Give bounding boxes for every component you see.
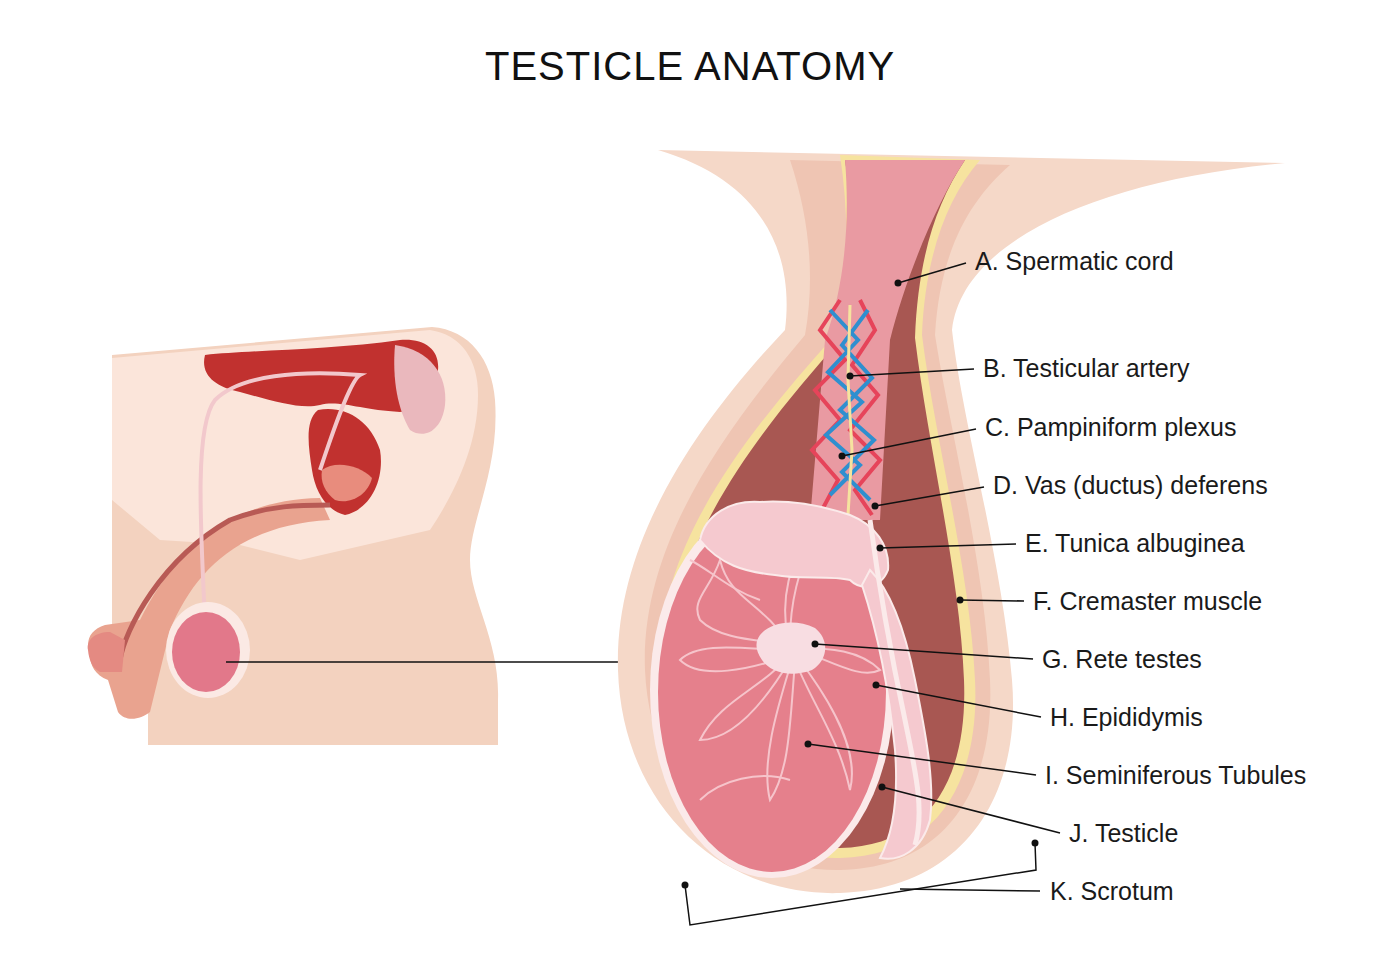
pelvic-cavity [112, 330, 478, 560]
body-silhouette [112, 327, 498, 745]
penis [88, 498, 330, 719]
spermatic-cord-band [810, 160, 965, 520]
testicle-side [172, 612, 240, 692]
side-view [88, 327, 620, 745]
part-label: G. Rete testes [1042, 644, 1202, 674]
tunica-albuginea [650, 502, 894, 878]
part-label: A. Spermatic cord [975, 246, 1174, 276]
rete-testis [756, 622, 825, 673]
vas-deferens-side [201, 373, 360, 620]
part-label: E. Tunica albuginea [1025, 528, 1245, 558]
diagram-title: TESTICLE ANATOMY [485, 42, 895, 90]
prostate-inner [322, 465, 372, 502]
part-label: K. Scrotum [1050, 876, 1174, 906]
seminiferous-tubules [680, 545, 880, 800]
part-label: I. Seminiferous Tubules [1045, 760, 1306, 790]
part-label: C. Pampiniform plexus [985, 412, 1236, 442]
part-label: J. Testicle [1069, 818, 1178, 848]
part-label: B. Testicular artery [983, 353, 1190, 383]
part-label: D. Vas (ductus) deferens [993, 470, 1268, 500]
part-label: F. Cremaster muscle [1033, 586, 1262, 616]
zoom-leader [226, 661, 620, 663]
seminal-vesicle [394, 345, 445, 434]
cord-vessels [812, 300, 880, 515]
glans [88, 632, 125, 672]
scrotum-side [166, 602, 250, 698]
epididymis-head [700, 502, 888, 587]
vas-deferens [870, 520, 919, 845]
part-label: H. Epididymis [1050, 702, 1203, 732]
